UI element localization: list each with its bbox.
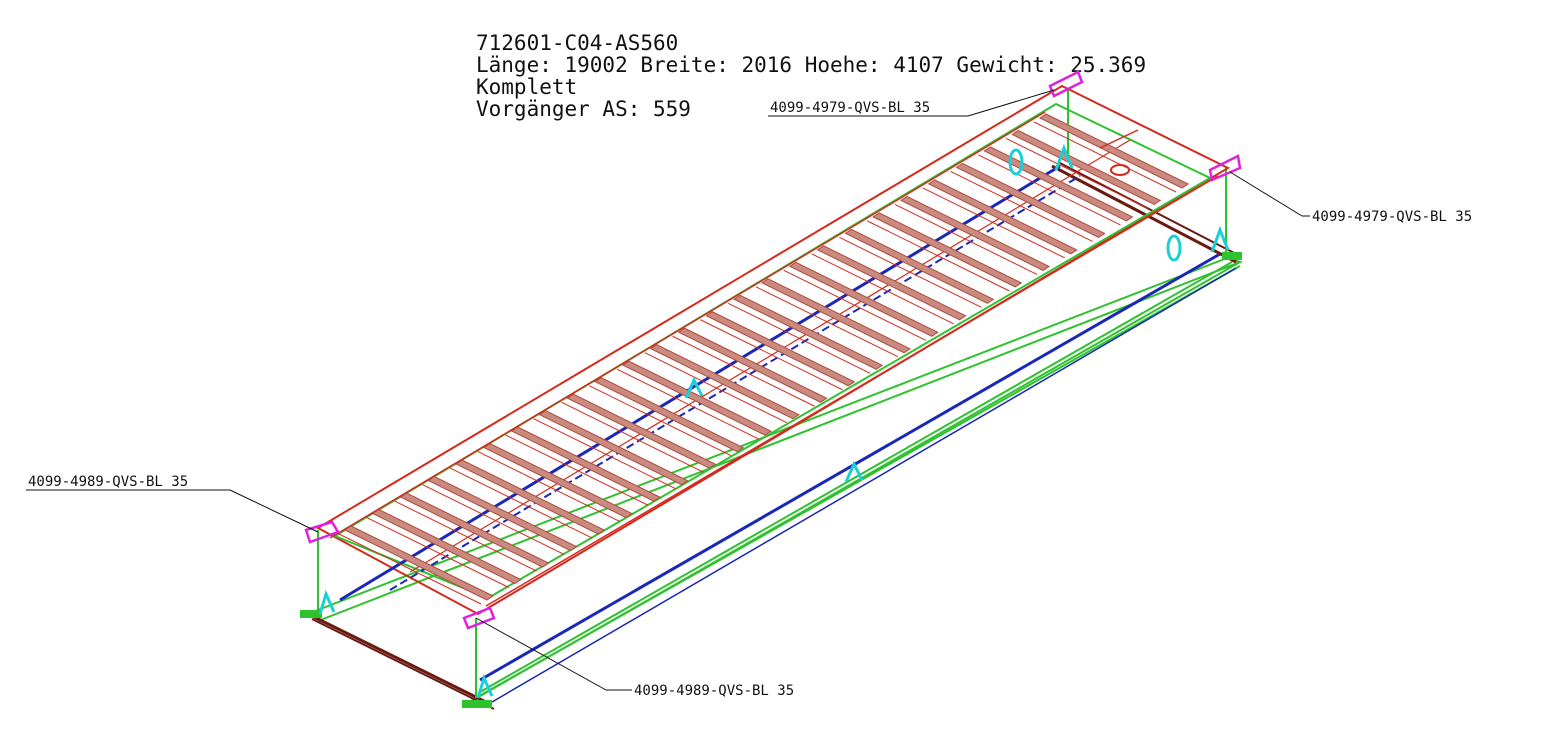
crossbeam-rib bbox=[783, 269, 927, 341]
crossbeam-rib bbox=[505, 434, 649, 506]
callout-label: 4099-4979-QVS-BL 35 bbox=[1312, 209, 1472, 225]
clamp-icon bbox=[1054, 143, 1074, 171]
crossbeam-rib bbox=[755, 286, 899, 358]
crossbeam-rib bbox=[1033, 121, 1177, 193]
crossbeam bbox=[816, 245, 967, 321]
crossbeam bbox=[594, 377, 745, 453]
crossbeam bbox=[844, 228, 995, 304]
lower-blue-beam-2 bbox=[491, 267, 1237, 703]
callout-right: 4099-4979-QVS-BL 35 bbox=[1229, 171, 1472, 225]
deck-rail-left bbox=[329, 111, 1046, 539]
callout-left: 4099-4989-QVS-BL 35 bbox=[26, 474, 319, 533]
deck-opening bbox=[1110, 164, 1130, 176]
clamp-icon bbox=[1008, 148, 1024, 176]
predecessor-text: Vorgänger AS: 559 bbox=[476, 97, 691, 121]
support-bar-front bbox=[300, 610, 495, 710]
crossbeam bbox=[705, 311, 856, 387]
crossbeam-rib bbox=[366, 517, 510, 588]
clamp-icon bbox=[1210, 225, 1230, 253]
deck-end-divider bbox=[1099, 129, 1139, 149]
crossbeam bbox=[900, 195, 1050, 271]
crossbeam bbox=[649, 344, 800, 420]
crossbeam bbox=[566, 393, 717, 469]
crossbeam-rib bbox=[811, 253, 954, 325]
brackets bbox=[304, 70, 1242, 630]
crossbeam bbox=[983, 146, 1134, 222]
crossbeam bbox=[483, 443, 633, 519]
callouts: 4099-4979-QVS-BL 35 4099-4979-QVS-BL 35 … bbox=[26, 89, 1472, 699]
lower-frame-green-front bbox=[471, 265, 1241, 701]
clamps bbox=[318, 143, 1230, 699]
crossbeam-rib bbox=[449, 467, 593, 539]
crossbeam-rib bbox=[950, 170, 1093, 242]
crossbeam-rib bbox=[588, 385, 732, 457]
clamp-icon bbox=[476, 673, 494, 699]
clamp-icon bbox=[1166, 234, 1182, 262]
crossbeam-rib bbox=[338, 533, 482, 605]
crossbeam bbox=[622, 360, 772, 436]
bracket-icon bbox=[462, 606, 496, 630]
crossbeam-rib bbox=[866, 220, 1010, 292]
callout-label: 4099-4989-QVS-BL 35 bbox=[28, 474, 188, 490]
crossbeam-rib bbox=[672, 335, 815, 407]
crossbeam bbox=[455, 459, 606, 535]
crossbeam bbox=[872, 212, 1023, 288]
crossbeam-rib bbox=[394, 500, 537, 572]
support-bar-back bbox=[1051, 161, 1242, 264]
callout-bottom: 4099-4989-QVS-BL 35 bbox=[475, 617, 794, 699]
crossbeam-rib bbox=[616, 368, 760, 440]
crossbeam bbox=[1011, 129, 1162, 206]
crossbeam bbox=[955, 162, 1106, 239]
bracket-icon bbox=[304, 520, 340, 544]
crossbeam bbox=[677, 327, 828, 403]
lower-frame-green-front-2 bbox=[479, 261, 1233, 693]
crossbeam-rib bbox=[839, 236, 982, 308]
crossbeam bbox=[399, 492, 550, 568]
crossbeam bbox=[538, 410, 689, 486]
crossbeam-rib bbox=[700, 319, 843, 391]
crossbeam bbox=[761, 278, 911, 354]
crossbeam-rib bbox=[1005, 138, 1149, 209]
crossbeam-rib bbox=[978, 154, 1121, 226]
clamp-icon bbox=[844, 460, 864, 483]
dimensions-line: Länge: 19002 Breite: 2016 Hoehe: 4107 Ge… bbox=[476, 53, 1146, 77]
crossbeam bbox=[371, 508, 522, 585]
crossbeam bbox=[510, 426, 661, 502]
crossbeam bbox=[1039, 113, 1189, 189]
crossbeam-rib bbox=[561, 401, 704, 473]
deck-outline bbox=[315, 84, 1231, 616]
crossbeam-rib bbox=[533, 418, 676, 490]
clamp-icon bbox=[318, 589, 336, 615]
callout-label: 4099-4979-QVS-BL 35 bbox=[770, 100, 930, 116]
bracket-icon bbox=[1208, 154, 1242, 182]
crossbeam bbox=[344, 525, 494, 601]
crossbeam bbox=[927, 179, 1078, 255]
deck-center-beam bbox=[339, 164, 1061, 602]
deck-center-divider bbox=[409, 139, 1131, 573]
crossbeam-rib bbox=[477, 451, 621, 523]
crossbeam-rib bbox=[727, 302, 871, 374]
title-block: 712601-C04-AS560 Länge: 19002 Breite: 20… bbox=[476, 31, 1146, 121]
crossbeam-rib bbox=[644, 352, 788, 424]
lower-frame bbox=[300, 161, 1244, 710]
crossbeam-rib bbox=[922, 187, 1066, 259]
deck-rail-right bbox=[485, 175, 1219, 607]
part-number: 712601-C04-AS560 bbox=[476, 31, 678, 55]
crossbeam bbox=[733, 294, 884, 370]
crossbeam bbox=[427, 475, 578, 552]
crossbeam-rib bbox=[894, 203, 1038, 275]
bracket-icon bbox=[1048, 70, 1084, 98]
vertical-posts bbox=[317, 88, 1227, 698]
crossbeam bbox=[788, 261, 939, 337]
clamp-icon bbox=[684, 376, 704, 399]
lower-blue-beam bbox=[479, 252, 1221, 682]
callout-label: 4099-4989-QVS-BL 35 bbox=[634, 683, 794, 699]
status-text: Komplett bbox=[476, 75, 577, 99]
crossbeam-rib bbox=[422, 484, 565, 556]
callout-top-center: 4099-4979-QVS-BL 35 bbox=[768, 89, 1055, 117]
